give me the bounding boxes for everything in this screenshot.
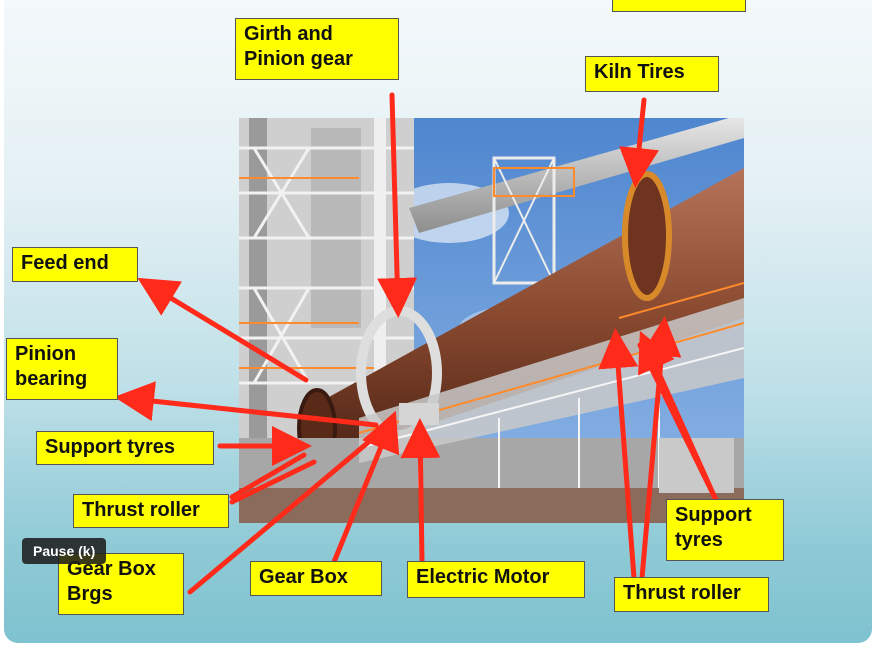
- arrow-thrust-roller-left-b: [229, 459, 317, 505]
- label-feed-end: Feed end: [12, 247, 138, 282]
- label-support-tyres-left: Support tyres: [36, 431, 214, 465]
- arrow-kiln-tires: [619, 97, 659, 188]
- pause-tooltip: Pause (k): [22, 538, 107, 564]
- label-support-tyres-right: Support tyres: [666, 499, 784, 561]
- label-thrust-roller-right: Thrust roller: [614, 577, 769, 612]
- label-gear-box-brgs: Gear Box Brgs: [58, 553, 184, 615]
- arrow-thrust-roller-right-b: [639, 316, 682, 581]
- label-electric-motor: Electric Motor: [407, 561, 585, 598]
- arrow-feed-end: [137, 277, 309, 383]
- label-girth-pinion-gear: Girth and Pinion gear: [235, 18, 399, 80]
- label-thrust-roller-left: Thrust roller: [73, 494, 229, 528]
- kiln-photo: [239, 118, 744, 523]
- arrow-support-tyres-right-b: [637, 342, 719, 503]
- slide: Girth and Pinion gear Kiln Tires Feed en…: [4, 0, 872, 643]
- label-gear-box: Gear Box: [250, 561, 382, 596]
- arrow-gear-box-brgs: [187, 421, 393, 595]
- arrow-gear-box: [331, 410, 400, 565]
- arrow-electric-motor: [400, 418, 441, 565]
- arrow-pinion-bearing: [114, 381, 379, 428]
- label-top-partial: [612, 0, 746, 12]
- label-pinion-bearing: Pinion bearing: [6, 338, 118, 400]
- label-kiln-tires: Kiln Tires: [585, 56, 719, 92]
- arrow-thrust-roller-right-a: [598, 328, 639, 581]
- arrow-thrust-roller-left-a: [229, 452, 307, 500]
- pointer-arrows: [114, 92, 719, 595]
- arrow-girth-pinion: [377, 92, 418, 318]
